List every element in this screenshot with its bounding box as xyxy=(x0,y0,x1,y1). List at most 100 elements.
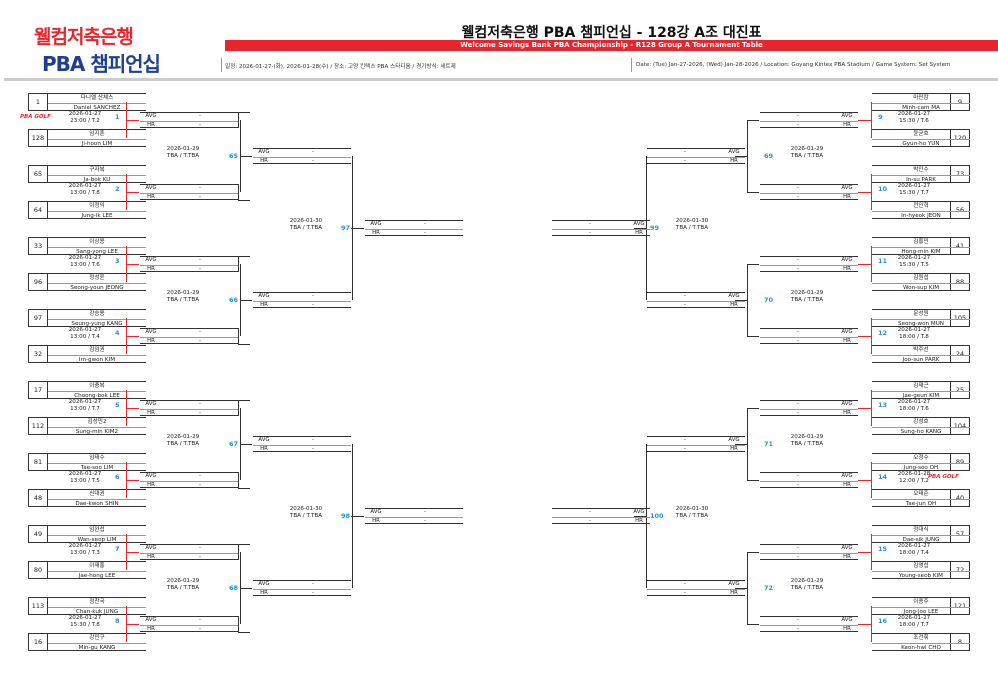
match-date: 2026-01-28 xyxy=(897,471,931,477)
bracket-line xyxy=(858,120,871,121)
avg-row: AVG- xyxy=(647,149,745,157)
bracket-line xyxy=(222,544,238,545)
match-slot: 13:00 / T.7 xyxy=(70,406,100,412)
stat-value: - xyxy=(797,409,799,416)
bracket-line xyxy=(871,534,872,570)
match-slot: TBA / T.TBA xyxy=(790,153,824,159)
stat-value: - xyxy=(684,293,686,299)
player-seed: 48 xyxy=(28,489,48,507)
stat-value: - xyxy=(797,329,799,335)
match-date: 2026-01-27 xyxy=(897,543,931,549)
stat-label: HR xyxy=(843,409,851,416)
avg-row: AVG- xyxy=(760,257,858,265)
bracket-line xyxy=(646,444,647,588)
divider xyxy=(221,58,222,72)
hr-row: HR- xyxy=(253,300,351,310)
avg-row: AVG- xyxy=(647,437,745,445)
match-date: 2026-01-30 xyxy=(675,506,709,512)
hr-row: HR- xyxy=(140,264,238,274)
player-name-en: Young-seob KIM xyxy=(898,572,943,579)
score-box: AVG-HR- xyxy=(253,148,351,164)
player-name-en: Seung-yung KANG xyxy=(71,320,123,327)
stat-label: HR xyxy=(260,301,268,308)
stat-label: AVG xyxy=(370,221,382,227)
stat-value: - xyxy=(424,509,426,515)
stat-label: AVG xyxy=(633,509,645,515)
score-box: AVG-HR- xyxy=(140,544,238,560)
stat-label: AVG xyxy=(841,113,853,119)
avg-row: AVG- xyxy=(552,509,650,517)
score-box: AVG-HR- xyxy=(140,400,238,416)
bracket-line xyxy=(238,112,250,113)
hr-row: HR- xyxy=(760,120,858,130)
score-box: AVG-HR- xyxy=(140,328,238,344)
bracket-line xyxy=(238,256,250,257)
player-name-kr: 다니엘 산체스 xyxy=(48,94,146,104)
bracket-line xyxy=(747,264,748,336)
match-slot: 18:00 / T.4 xyxy=(899,550,929,556)
match-slot: TBA / T.TBA xyxy=(790,297,824,303)
stat-label: AVG xyxy=(145,545,157,551)
stat-label: HR xyxy=(843,625,851,632)
match-date: 2026-01-29 xyxy=(166,434,200,440)
player-name-kr: 이상용 xyxy=(48,238,146,248)
score-box: AVG-HR- xyxy=(365,508,463,524)
score-box: AVG-HR- xyxy=(760,400,858,416)
stat-value: - xyxy=(797,193,799,200)
match-number: 12 xyxy=(878,329,888,337)
player-name-en: Keon-hwi CHO xyxy=(901,644,941,651)
match-slot: 13:00 / T.5 xyxy=(70,478,100,484)
bracket-line xyxy=(240,300,252,301)
player-name-kr: 이충복 xyxy=(48,382,146,392)
player-name-en: Won-sup KIM xyxy=(902,284,940,291)
player-name-kr: 조건휘 xyxy=(872,634,970,644)
bracket-line xyxy=(858,264,871,265)
bracket-line xyxy=(238,256,239,272)
player-name-en: Dae-kwon SHIN xyxy=(75,500,119,507)
player-name-en: Min-gu KANG xyxy=(78,644,116,651)
stat-value: - xyxy=(684,149,686,155)
stat-value: - xyxy=(797,337,799,344)
bracket-line xyxy=(238,488,250,489)
bracket-line xyxy=(238,200,250,201)
hr-row: HR- xyxy=(140,552,238,562)
score-box: AVG-HR- xyxy=(253,580,351,596)
bracket-line xyxy=(240,588,252,589)
